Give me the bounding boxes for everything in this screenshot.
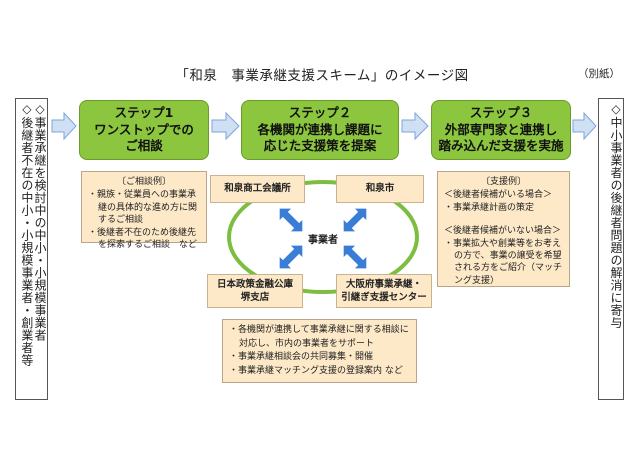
- target-businesses-box: ◇事業承継を検討中の中小・小規模事業者 ◇後継者不在の中小・小規模事業者・創業者…: [15, 98, 48, 400]
- org-osaka-succession-center: 大阪府事業承継・ 引継ぎ支援センター: [336, 274, 432, 308]
- step-3-line-2: 踏み込んだ支援を実施: [438, 138, 564, 154]
- consult-example-1: ・親族・従業員への事業承継の具体的な進め方に関するご相談: [88, 190, 198, 226]
- goal-line-1: ◇中小事業者の後継者問題の解消に寄与: [609, 102, 623, 329]
- arrow-to-jfc: [279, 245, 303, 269]
- support-examples-box: 〔支援例〕 ＜後継者候補がいる場合＞ ・事業承継計画の策定 ＜後継者候補がいない…: [437, 171, 570, 287]
- step-1-line-1: ワンストップでの: [94, 121, 194, 137]
- target-line-2: ◇後継者不在の中小・小規模事業者・創業者等: [19, 102, 34, 367]
- flow-arrow-2: [211, 111, 240, 141]
- org-izumi-chamber-label: 和泉商工会議所: [224, 183, 291, 195]
- step-2-heading: ステップ２: [288, 104, 352, 120]
- collaboration-notes-box: ・各機関が連携して事業承継に関する相談に対応し、市内の事業者をサポート ・事業承…: [222, 319, 417, 383]
- step-3-heading: ステップ３: [469, 104, 533, 120]
- support-line-5: ・事業拡大や創業等をお考えの方で、事業の譲受を希望される方をご紹介（マッチング支…: [444, 238, 563, 286]
- hub-arrows: [279, 208, 367, 269]
- org-izumi-city-label: 和泉市: [365, 183, 395, 195]
- org-osaka-line-2: 引継ぎ支援センター: [341, 292, 427, 303]
- org-jfc-line-1: 日本政策金融公庫: [216, 278, 293, 290]
- arrow-to-osaka-center: [343, 245, 367, 269]
- org-jfc-sakai: 日本政策金融公庫 堺支店: [207, 274, 303, 308]
- collab-note-2: ・事業承継相談会の共同募集・開催: [229, 352, 374, 362]
- consult-example-2: ・後継者不在のため後継先を探索するご相談 など: [88, 227, 198, 251]
- flow-arrow-1: [51, 111, 77, 141]
- support-line-4: ＜後継者候補がいない場合＞: [444, 226, 562, 237]
- step-1-heading: ステップ1: [114, 104, 174, 120]
- step-2-line-1: 各機関が連携し課題に: [257, 121, 383, 137]
- goal-box: ◇中小事業者の後継者問題の解消に寄与: [598, 98, 624, 400]
- support-line-3: [444, 214, 563, 225]
- step-2-line-2: 応じた支援策を提案: [263, 138, 377, 154]
- hub-center-label: 事業者: [308, 235, 338, 246]
- attachment-label: （別紙）: [578, 68, 620, 80]
- org-osaka-line-1: 大阪府事業承継・: [345, 278, 422, 290]
- org-izumi-city: 和泉市: [336, 175, 424, 203]
- hub-ring: [227, 180, 419, 294]
- consult-examples-heading: 〔ご相談例〕: [116, 177, 171, 187]
- arrow-to-chamber: [279, 208, 303, 232]
- target-line-1: ◇事業承継を検討中の中小・小規模事業者: [33, 102, 47, 342]
- step-3-box: ステップ３ 外部専門家と連携し 踏み込んだ支援を実施: [431, 100, 571, 160]
- collab-note-1: ・各機関が連携して事業承継に関する相談に対応し、市内の事業者をサポート: [229, 325, 409, 349]
- step-3-line-1: 外部専門家と連携し: [444, 121, 558, 137]
- step-1-line-2: ご相談: [125, 138, 163, 154]
- arrow-to-city: [343, 208, 367, 232]
- diagram-title: 「和泉 事業承継支援スキーム」のイメージ図: [175, 68, 469, 84]
- flow-arrow-4: [572, 111, 597, 141]
- flow-arrow-3: [401, 111, 429, 141]
- org-izumi-chamber: 和泉商工会議所: [210, 175, 305, 203]
- step-1-box: ステップ1 ワンストップでの ご相談: [79, 100, 209, 160]
- support-line-1: ＜後継者候補がいる場合＞: [444, 190, 553, 201]
- support-line-2: ・事業承継計画の策定: [444, 202, 535, 213]
- collab-note-3: ・事業承継マッチング支援の登録案内 など: [229, 365, 403, 376]
- consult-examples-box: 〔ご相談例〕 ・親族・従業員への事業承継の具体的な進め方に関するご相談 ・後継者…: [81, 171, 207, 250]
- step-2-box: ステップ２ 各機関が連携し課題に 応じた支援策を提案: [241, 100, 399, 160]
- org-jfc-line-2: 堺支店: [240, 292, 270, 303]
- support-examples-heading: 〔支援例〕: [480, 177, 526, 187]
